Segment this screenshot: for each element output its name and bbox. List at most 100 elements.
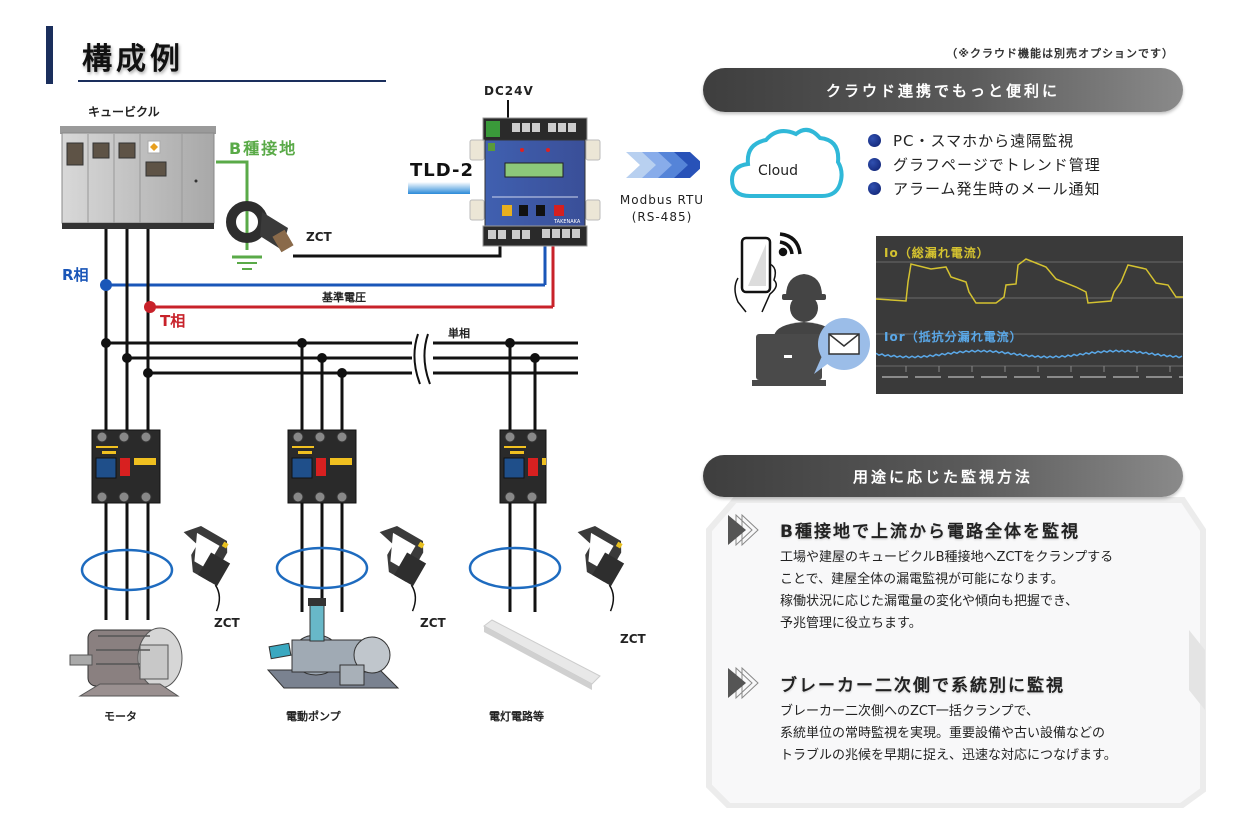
page-title: 構成例 [82, 42, 184, 77]
section-arrow-icon [728, 666, 759, 700]
wifi-icon [778, 232, 802, 257]
terminal-screw [526, 431, 538, 443]
zct-clamp-sensor [183, 525, 231, 612]
method-section-heading: 用途に応じた監視方法 [703, 455, 1183, 497]
chart-x-tick-label [981, 376, 1007, 378]
terminal-screw [96, 491, 108, 503]
device-brand: TAKENAKA [554, 219, 581, 225]
chart-x-tick-label [1080, 376, 1106, 378]
dc24v-label: DC24V [484, 84, 534, 98]
load-label-lighting: 電灯電路等 [489, 710, 544, 723]
pump-illustration [266, 598, 400, 689]
zct-ring [468, 546, 562, 590]
zct-label-pump: ZCT [420, 616, 446, 630]
zct-label-motor: ZCT [214, 616, 240, 630]
feature-item: PC・スマホから遠隔監視 [868, 128, 1101, 152]
lamp-illustration [483, 619, 601, 690]
breaker-toggle [120, 458, 130, 476]
title-underline [78, 80, 386, 82]
chart-x-tick-label [1047, 376, 1073, 378]
terminal-screw [292, 431, 304, 443]
tld2-label-underbar [408, 182, 470, 194]
tld2-device [469, 100, 601, 247]
mail-bubble-icon [814, 318, 870, 374]
bullet-icon [868, 133, 881, 147]
cloud-section-heading: クラウド連携でもっと便利に [703, 68, 1183, 112]
terminal-screw [314, 491, 326, 503]
laptop-icon [752, 334, 826, 386]
b-ground-wire [216, 160, 262, 270]
terminal-screw [140, 491, 152, 503]
r-phase-label: R相 [62, 266, 89, 284]
chart-x-tick-label [915, 376, 941, 378]
chart-x-tick-label [1014, 376, 1040, 378]
method-1-title: B種接地で上流から電路全体を監視 [780, 522, 1080, 542]
chart-series-ior-line [876, 349, 1183, 359]
zct-label-ground: ZCT [306, 230, 332, 244]
feature-item: グラフページでトレンド管理 [868, 152, 1101, 176]
zct-clamp-sensor [379, 525, 427, 612]
t-phase-node [144, 301, 156, 313]
chart-x-tick-label [948, 376, 974, 378]
load-label-pump: 電動ポンプ [286, 710, 341, 723]
terminal-screw [336, 491, 348, 503]
terminal-screw [140, 431, 152, 443]
chart-series-io-line [876, 258, 1183, 304]
zct-clamp-sensor [577, 525, 625, 612]
bullet-icon [868, 157, 881, 171]
bus-break-symbol [413, 333, 431, 385]
t-phase-label: T相 [160, 312, 186, 330]
cloud-label: Cloud [758, 163, 798, 179]
terminal-screw [504, 491, 516, 503]
method-2-body: ブレーカー二次側へのZCT一括クランプで、 系統単位の常時監視を実現。重要設備や… [780, 704, 1117, 763]
tld2-label: TLD-2 [410, 160, 475, 181]
terminal-screw [314, 431, 326, 443]
reference-voltage-label: 基準電圧 [322, 291, 366, 304]
terminal-screw [292, 491, 304, 503]
chart-series-io-label: Io（総漏れ電流） [884, 246, 990, 260]
method-2-title: ブレーカー二次側で系統別に監視 [780, 676, 1065, 696]
method-panel-frame [706, 497, 1206, 808]
terminal-screw [96, 431, 108, 443]
cubicle-label: キュービクル [88, 105, 160, 119]
protocol-label: Modbus RTU (RS-485) [612, 192, 712, 226]
zct-ring [80, 548, 174, 592]
cloud-option-note: （※クラウド機能は別売オプションです） [946, 47, 1174, 60]
zct-ring [275, 546, 369, 590]
terminal-screw [118, 491, 130, 503]
chart-x-tick-label [882, 376, 908, 378]
feature-list: PC・スマホから遠隔監視 グラフページでトレンド管理 アラーム発生時のメール通知 [868, 128, 1101, 200]
circuit-breaker [499, 429, 547, 504]
motor-illustration [69, 627, 183, 697]
cloud-icon [729, 127, 844, 198]
cubicle-illustration [60, 126, 216, 229]
trend-chart-svg [876, 258, 1183, 378]
r-phase-node [100, 279, 112, 291]
load-label-motor: モータ [104, 710, 137, 723]
terminal-screw [118, 431, 130, 443]
chart-x-tick-label [1146, 376, 1172, 378]
leakage-trend-chart: Io（総漏れ電流） Ior（抵抗分漏れ電流） [876, 236, 1183, 394]
breaker-toggle [316, 458, 326, 476]
b-ground-label: B種接地 [229, 139, 298, 158]
wiring-diagram [60, 100, 700, 697]
terminal-screw [504, 431, 516, 443]
section-arrow-icon [728, 513, 759, 547]
remote-monitoring-illustration [734, 232, 870, 386]
chart-x-tick-label [1113, 376, 1139, 378]
method-1-body: 工場や建屋のキュービクルB種接地へZCTをクランプする ことで、建屋全体の漏電監… [780, 550, 1114, 631]
zct-ground-clamp [226, 201, 294, 253]
protocol-line1: Modbus RTU [619, 193, 705, 207]
smartphone-icon [734, 236, 777, 313]
protocol-line2: (RS-485) [631, 210, 693, 224]
terminal-screw [526, 491, 538, 503]
title-accent-bar [46, 26, 53, 84]
circuit-breaker [287, 429, 357, 504]
terminal-screw [336, 431, 348, 443]
zct-label-lamp: ZCT [620, 632, 646, 646]
bullet-icon [868, 181, 881, 195]
circuit-breaker [91, 429, 161, 504]
chart-x-tick-label [1179, 376, 1183, 378]
single-phase-label: 単相 [448, 327, 470, 340]
breaker-toggle [528, 458, 538, 476]
